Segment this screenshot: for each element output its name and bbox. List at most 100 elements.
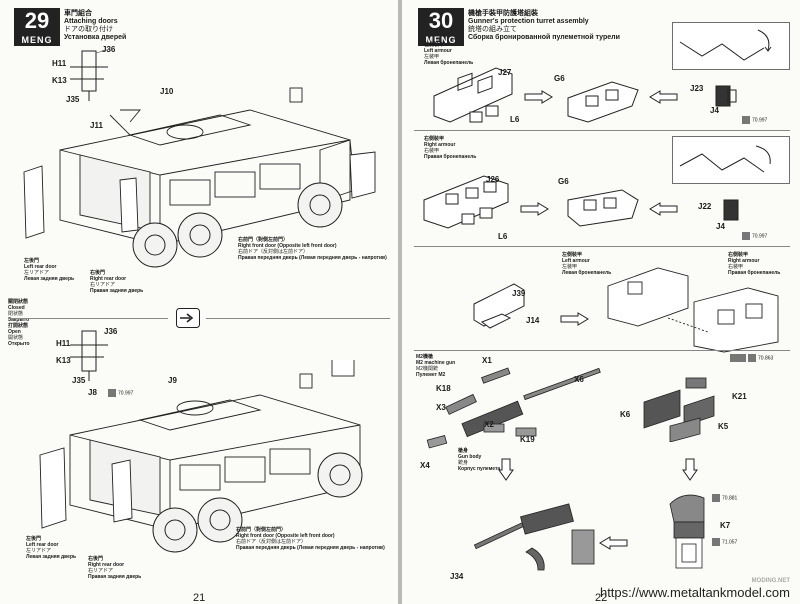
- arrow-right-icon: [560, 312, 589, 326]
- bracket-part: [723, 199, 739, 221]
- part-label: X6: [574, 375, 584, 384]
- section-divider: [414, 130, 790, 131]
- step-number: 30: [418, 8, 464, 34]
- part-label: J36: [104, 327, 118, 336]
- brand-logo: MENG: [14, 34, 60, 46]
- gun-mount-exploded: [643, 377, 715, 442]
- part-label: K21: [732, 392, 747, 401]
- truck-diagram-bottom: [39, 360, 363, 553]
- arrow-right-icon: [520, 202, 549, 216]
- left-rear-door-caption: 左後門 Left rear door 左リアドア Левая задняя дв…: [24, 258, 75, 282]
- part-label: X4: [420, 461, 430, 470]
- part-label: X3: [436, 403, 446, 412]
- part-label: J35: [72, 376, 86, 385]
- right-front-door-caption-2: 右前門（對側左前門） Right front door (Opposite le…: [236, 527, 385, 551]
- right-armour-plate: [423, 175, 509, 229]
- part-label: H11: [52, 59, 67, 68]
- part-label: J23: [690, 84, 704, 93]
- arrow-left-icon: [599, 536, 628, 550]
- paint-ref: 71.057: [712, 538, 737, 546]
- paint-swatch-icon: [748, 354, 756, 362]
- left-armour-caption: 左側裝甲 Left armour 左装甲 Левая бронепанель: [562, 252, 612, 276]
- gun-body-caption: 槍身 Gun body 銃身 Корпус пулемета: [458, 448, 501, 472]
- paint-ref: 70.997: [742, 232, 767, 240]
- part-label: J10: [160, 87, 174, 96]
- step-title: 機槍手裝甲防護塔組裝 Gunner's protection turret as…: [468, 10, 620, 41]
- part-label: G6: [554, 74, 565, 83]
- paint-swatch-icon: [712, 494, 720, 502]
- step-30-badge: 30 MENG: [418, 8, 464, 46]
- part-label: K5: [718, 422, 729, 431]
- left-armour-plate: [433, 67, 513, 123]
- arrow-left-icon: [649, 90, 678, 104]
- part-label: L6: [498, 232, 508, 241]
- paint-ref: 70.997: [742, 116, 767, 124]
- page-number: 21: [193, 592, 206, 604]
- truck-diagram-top: [23, 87, 376, 268]
- part-label: J14: [526, 316, 540, 325]
- divider-right: [206, 318, 390, 319]
- part-label: X2: [484, 420, 494, 429]
- part-label: H11: [56, 339, 71, 348]
- part-label: J34: [450, 572, 464, 581]
- corner-tag: MODING.NET: [751, 578, 790, 584]
- part-label: K13: [56, 356, 71, 365]
- ammo-box-assembly: [669, 494, 705, 569]
- part-label: J4: [710, 106, 719, 115]
- part-label: J27: [498, 68, 512, 77]
- part-label: J22: [698, 202, 712, 211]
- part-label: J39: [512, 289, 526, 298]
- part-label: L6: [510, 115, 520, 124]
- left-rear-door-caption-2: 左後門 Left rear door 左リアドア Левая задняя дв…: [26, 536, 77, 560]
- paint-swatch-icon: [108, 389, 116, 397]
- paint-swatch-icon: [730, 354, 746, 362]
- paint-ref: 70.997: [108, 389, 133, 397]
- paint-swatch-icon: [742, 232, 750, 240]
- part-label: K6: [620, 410, 631, 419]
- open-state-caption: 打開狀態 Open 開状態 Открыто: [8, 323, 30, 347]
- divider-left: [8, 318, 168, 319]
- hinge-bracket-diagram: [70, 330, 108, 381]
- part-label: J9: [168, 376, 177, 385]
- part-label: J36: [102, 45, 116, 54]
- right-armour-caption: 右側裝甲 Right armour 右装甲 Правая бронепанель: [424, 136, 477, 160]
- left-armour-caption: 左側裝甲 Left armour 左装甲 Левая бронепанель: [424, 42, 474, 66]
- right-rear-door-caption: 右後門 Right rear door 右リアドア Правая задняя …: [90, 270, 144, 294]
- arrow-right-icon: [524, 90, 553, 104]
- turret-subassembly: [567, 81, 639, 123]
- part-label: J8: [88, 388, 97, 397]
- part-label: J26: [486, 175, 500, 184]
- paint-swatch-icon: [742, 116, 750, 124]
- m2-section-title: M2機槍 M2 machine gun M2機関銃 Пулемет М2: [416, 354, 456, 378]
- arrow-down-icon: [498, 458, 514, 481]
- right-front-door-caption: 右前門（對側左前門） Right front door (Opposite le…: [238, 237, 387, 261]
- paint-ref: 70.881: [712, 494, 737, 502]
- part-label: J35: [66, 95, 80, 104]
- arrow-left-icon: [649, 202, 678, 216]
- part-label: K19: [520, 435, 535, 444]
- part-label: K18: [436, 384, 451, 393]
- right-page: 30 MENG 機槍手裝甲防護塔組裝 Gunner's protection t…: [402, 0, 800, 604]
- armour-plate-j39: [473, 283, 525, 329]
- section-divider: [414, 246, 790, 247]
- part-label: G6: [558, 177, 569, 186]
- part-label: J11: [90, 121, 103, 130]
- part-label: J4: [716, 222, 725, 231]
- m2-gun-exploded: [426, 367, 601, 449]
- right-rear-door-caption-2: 右後門 Right rear door 右リアドア Правая задняя …: [88, 556, 142, 580]
- part-label: K13: [52, 76, 67, 85]
- right-armour-caption: 右側裝甲 Right armour 右装甲 Правая бронепанель: [728, 252, 781, 276]
- part-label: K7: [720, 521, 731, 530]
- paint-swatch-icon: [712, 538, 720, 546]
- page-gutter: [398, 0, 402, 604]
- step-title: 車門組合 Attaching doors ドアの取り付け Установка д…: [64, 10, 127, 41]
- turret-subassembly: [567, 189, 639, 227]
- left-page: 29 MENG 車門組合 Attaching doors ドアの取り付け Уст…: [0, 0, 398, 604]
- hinge-bracket-diagram: [70, 48, 111, 101]
- part-label: X1: [482, 356, 492, 365]
- turret-assembly: [607, 267, 779, 353]
- arrow-icon: [176, 308, 200, 328]
- paint-ref: 70.863: [730, 354, 773, 362]
- section-divider: [414, 350, 790, 351]
- bracket-part: [715, 85, 737, 107]
